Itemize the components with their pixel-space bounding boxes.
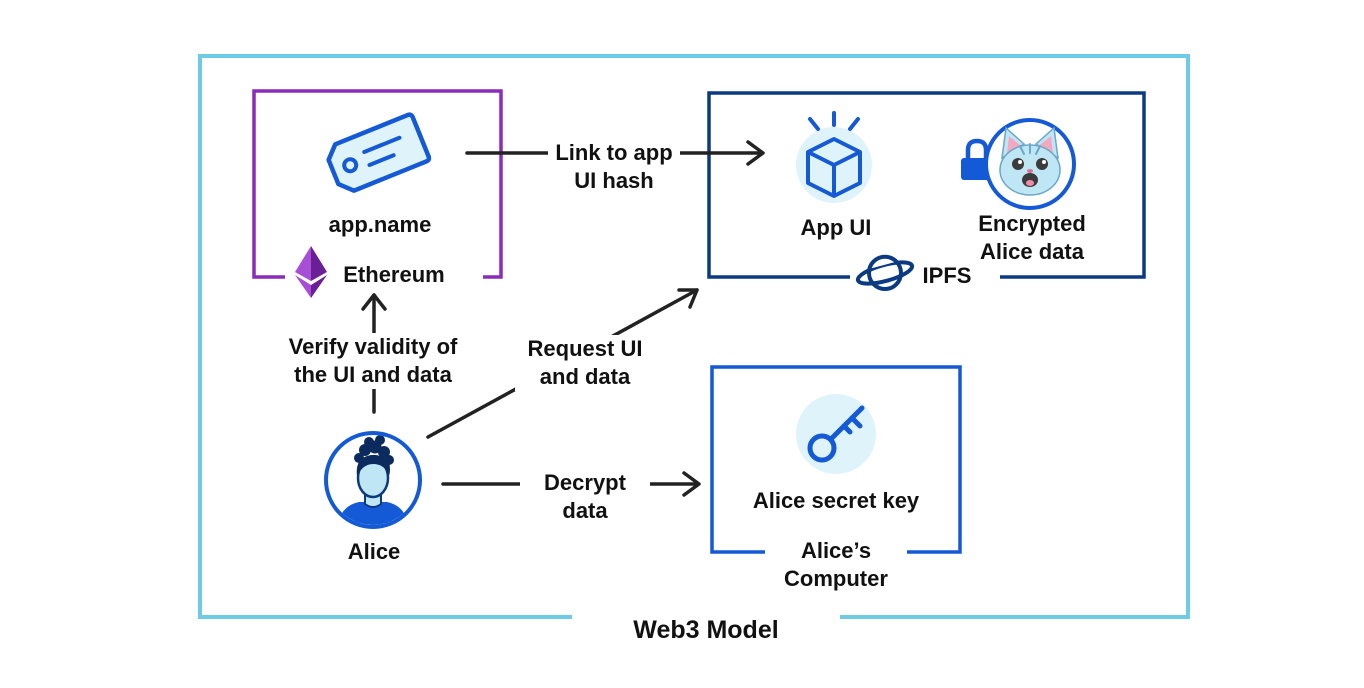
edge-request-label: Request UI and data (515, 335, 655, 391)
edge-decrypt-line-2: data (562, 498, 608, 523)
edge-request-line-2: and data (539, 364, 631, 389)
ethereum-icon (295, 246, 327, 298)
edge-link-line-2: UI hash (574, 168, 654, 193)
edge-decrypt-line-1: Decrypt (544, 470, 626, 495)
computer-title: Alice’s Computer (770, 537, 902, 593)
edge-verify-label: Verify validity of the UI and data (273, 333, 473, 389)
edge-request-line-1: Request UI (527, 336, 643, 361)
alice-label: Alice (347, 539, 401, 564)
edge-verify-line-1: Verify validity of (288, 334, 458, 359)
ipfs-label: IPFS (916, 262, 978, 290)
outer-frame (198, 54, 1190, 619)
cat-avatar-icon (984, 118, 1076, 210)
ethereum-frame (252, 89, 503, 279)
tag-icon (326, 112, 432, 193)
computer-frame (710, 365, 962, 554)
ethereum-label: Ethereum (332, 261, 456, 289)
edge-link-line-1: Link to app (555, 140, 673, 165)
computer-title-line-1: Alice’s (800, 538, 872, 563)
diagram-title: Web3 Model (596, 615, 816, 645)
edge-verify-line-2: the UI and data (294, 362, 452, 387)
edge-decrypt-label: Decrypt data (520, 469, 650, 525)
planet-icon (855, 254, 915, 291)
ipfs-frame (707, 91, 1146, 279)
cube-icon (796, 111, 872, 203)
key-icon (796, 394, 876, 474)
encrypted-data-label: Encrypted Alice data (952, 210, 1112, 266)
person-avatar-icon (324, 431, 422, 529)
encrypted-line-2: Alice data (980, 239, 1084, 264)
secret-key-label: Alice secret key (752, 488, 920, 513)
app-ui-label: App UI (800, 215, 872, 240)
computer-title-line-2: Computer (784, 566, 888, 591)
app-name-label: app.name (328, 212, 432, 237)
edge-link-label: Link to app UI hash (548, 139, 680, 195)
encrypted-line-1: Encrypted (978, 211, 1086, 236)
